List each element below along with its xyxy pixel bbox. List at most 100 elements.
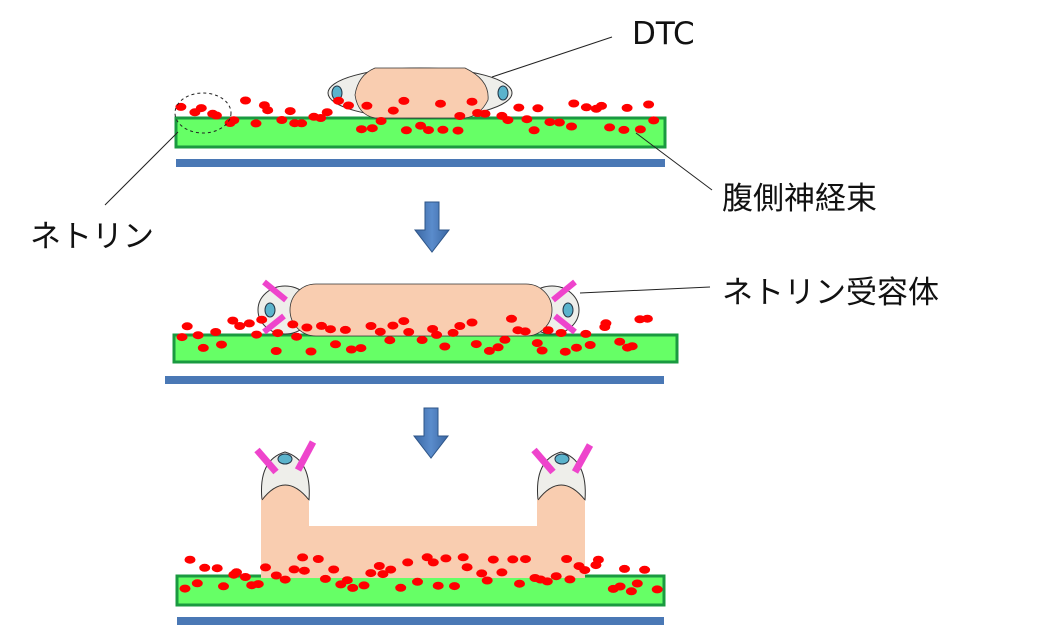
netrin-dot (447, 328, 459, 337)
netrin-dot (175, 102, 187, 111)
netrin-dot (423, 126, 434, 135)
netrin-dot (580, 329, 592, 338)
netrin-dot (218, 582, 229, 591)
netrin-dot (564, 575, 576, 584)
netrin-dot (506, 314, 517, 323)
netrin-dot (270, 571, 282, 580)
nucleus (554, 453, 570, 465)
netrin-region-dashed-circle (174, 92, 232, 134)
netrin-dot (250, 119, 262, 128)
dtc-cell (327, 67, 513, 119)
netrin-dot (272, 329, 284, 338)
netrin-dot (481, 576, 493, 585)
netrin-dot (375, 117, 387, 125)
netrin-dot (288, 565, 300, 574)
netrin-dot (321, 108, 333, 117)
netrin-dot (252, 580, 264, 589)
netrin-dot (387, 321, 399, 330)
netrin-dot (476, 569, 488, 578)
netrin-dot (553, 118, 565, 127)
netrin-dot (487, 555, 499, 564)
netrin-dot (514, 579, 525, 588)
panel-1 (104, 36, 713, 206)
netrin-dot (625, 587, 637, 596)
dtc-cell (254, 440, 594, 578)
netrin-dot (402, 558, 414, 567)
netrin-dot (356, 125, 367, 134)
nucleus (277, 453, 293, 465)
label-ventral-nerve-cord: 腹側神経束 (722, 181, 877, 217)
netrin-dot (604, 123, 616, 132)
netrin-dot (227, 316, 239, 325)
netrin-dot (287, 320, 299, 329)
label-netrin: ネトリン (30, 219, 154, 255)
netrin-dot (580, 103, 592, 112)
netrin-dot (579, 566, 591, 575)
netrin-dot (566, 122, 577, 131)
netrin-dot (358, 581, 370, 590)
netrin-dot (400, 126, 412, 135)
netrin-dot (398, 96, 410, 105)
netrin-dot (454, 322, 466, 330)
netrin-dot (262, 106, 274, 115)
netrin-dot (316, 321, 327, 330)
nucleus (562, 302, 574, 318)
basement-bar (165, 376, 664, 384)
netrin-dot (284, 107, 296, 116)
netrin-dot (432, 581, 444, 590)
netrin-dot (176, 333, 188, 342)
netrin-dots (175, 96, 660, 135)
netrin-dot (634, 125, 646, 134)
netrin-dot (315, 114, 327, 122)
netrin-dot (256, 315, 268, 324)
netrin-dot (431, 330, 443, 339)
netrin-dot (457, 553, 469, 562)
netrin-dot (555, 329, 567, 337)
netrin-dot (415, 121, 427, 130)
netrin-dot (297, 553, 309, 562)
netrin-dot (614, 337, 626, 346)
netrin-dot (355, 344, 367, 353)
netrin-dot (571, 343, 582, 352)
netrin-dot (296, 119, 308, 128)
netrin-dot (528, 126, 540, 135)
netrin-dot (239, 573, 251, 581)
netrin-dot (365, 322, 377, 330)
netrin-dot (559, 347, 571, 356)
basement-bar (176, 159, 665, 167)
netrin-dot (291, 332, 303, 341)
netrin-dot (276, 116, 288, 124)
netrin-dot (466, 318, 478, 327)
netrin-dot (483, 346, 495, 355)
netrin-dot (600, 319, 612, 328)
netrin-dot (195, 104, 207, 113)
netrin-dot (440, 554, 452, 563)
netrin-dot (592, 555, 604, 564)
netrin-dot (387, 106, 399, 115)
cell-body (289, 283, 553, 337)
netrin-dot (454, 112, 466, 120)
netrin-receptor (553, 313, 577, 335)
netrin-dot (339, 325, 351, 334)
netrin-dot (544, 118, 556, 127)
netrin-dot (181, 322, 193, 331)
netrin-dot (542, 326, 554, 335)
netrin-dot (191, 579, 203, 588)
netrin-dot (305, 347, 317, 356)
netrin-dot (374, 327, 386, 336)
netrin-dot (648, 116, 660, 125)
netrin-dot (507, 555, 519, 564)
netrin-dot (435, 99, 446, 108)
netrin-dot (439, 342, 451, 351)
netrin-dot (398, 317, 410, 326)
basement-bar (177, 617, 664, 625)
netrin-dot (412, 577, 423, 586)
netrin-dot (521, 115, 533, 124)
netrin-dot (325, 325, 336, 334)
netrin-dot (651, 585, 663, 594)
leader-line-nerve (635, 132, 713, 191)
panel-3 (175, 440, 666, 625)
netrin-dot (519, 327, 531, 336)
leader-line-receptor (579, 286, 711, 294)
netrin-dot (345, 345, 357, 354)
